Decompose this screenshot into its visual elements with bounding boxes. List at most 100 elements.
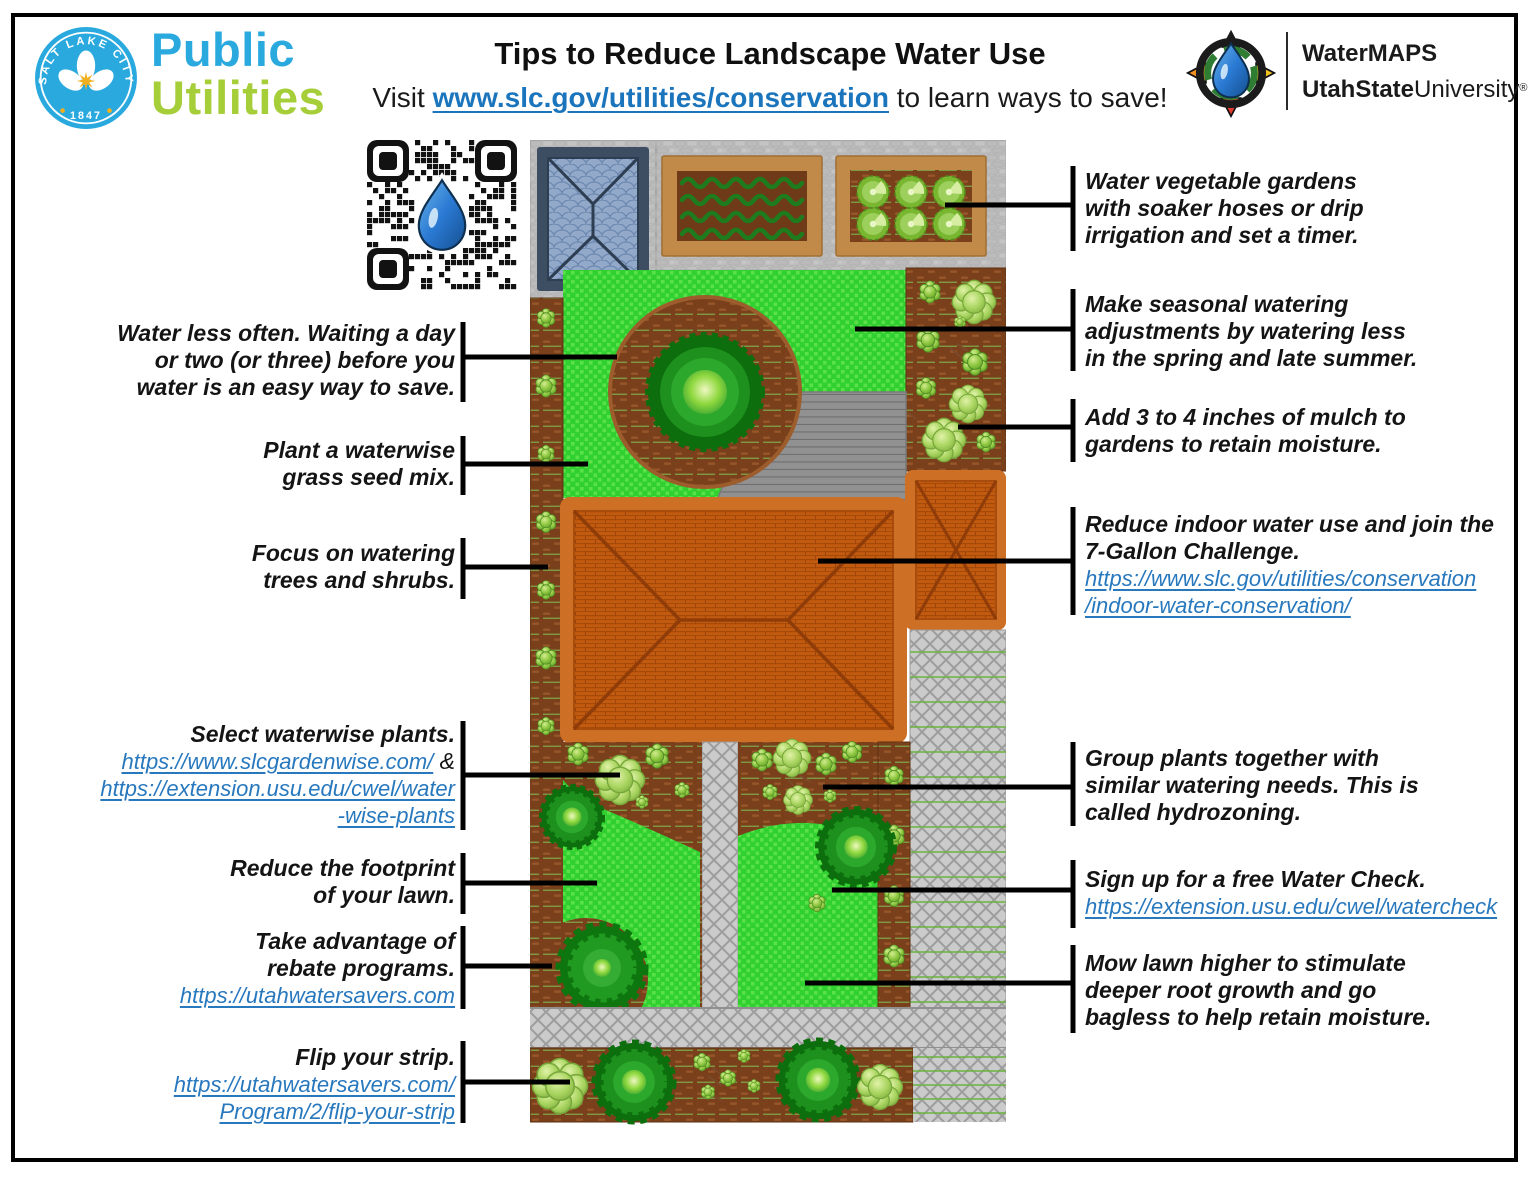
annotation-flip-your-strip: Flip your strip.https://utahwatersavers.… <box>174 1044 455 1125</box>
select-waterwise-plants-link-3[interactable]: -wise-plants <box>337 803 455 828</box>
add-mulch-text-0: Add 3 to 4 inches of mulch to <box>1085 404 1406 430</box>
add-mulch-text-1: gardens to retain moisture. <box>1085 431 1382 457</box>
house-roof <box>560 497 907 743</box>
indoor-water-use-link-3[interactable]: /indoor-water-conservation/ <box>1085 593 1351 618</box>
annotation-line: Reduce indoor water use and join the <box>1085 511 1494 538</box>
page-title: Tips to Reduce Landscape Water Use <box>494 36 1046 71</box>
reduce-lawn-footprint-text-0: Reduce the footprint <box>230 855 455 881</box>
water-less-often-text-2: water is an easy way to save. <box>136 374 455 400</box>
annotation-line: called hydrozoning. <box>1085 799 1419 826</box>
tree-island <box>608 295 802 489</box>
wordmark-public: Public <box>151 23 296 76</box>
seasonal-watering-adjustments-text-2: in the spring and late summer. <box>1085 345 1418 371</box>
annotation-line: https://utahwatersavers.com <box>180 982 455 1009</box>
annotation-line: grass seed mix. <box>263 464 455 491</box>
annotation-line: irrigation and set a timer. <box>1085 222 1364 249</box>
annotation-select-waterwise-plants: Select waterwise plants.https://www.slcg… <box>100 721 455 829</box>
seal-year: 1847 <box>70 110 102 122</box>
mow-lawn-higher-text-0: Mow lawn higher to stimulate <box>1085 950 1406 976</box>
shade-tree-right <box>818 809 893 884</box>
landscape-plan <box>530 140 1006 1150</box>
annotation-line: gardens to retain moisture. <box>1085 431 1406 458</box>
annotation-line: https://extension.usu.edu/cwel/waterchec… <box>1085 893 1497 920</box>
select-waterwise-plants-suffix: & <box>433 748 455 774</box>
annotation-line: adjustments by watering less <box>1085 318 1417 345</box>
indoor-water-use-link-2[interactable]: https://www.slc.gov/utilities/conservati… <box>1085 566 1477 591</box>
annotation-line: Mow lawn higher to stimulate <box>1085 950 1431 977</box>
garage-roof <box>905 470 1006 630</box>
sego-lily-icon <box>58 50 114 91</box>
annotation-line: 7-Gallon Challenge. <box>1085 538 1494 565</box>
annotation-line: similar watering needs. This is <box>1085 772 1419 799</box>
free-water-check-link-1[interactable]: https://extension.usu.edu/cwel/waterchec… <box>1085 894 1498 919</box>
poster-border <box>11 13 1518 1162</box>
annotation-line: -wise-plants <box>100 802 455 829</box>
annotation-line: Sign up for a free Water Check. <box>1085 866 1497 893</box>
mow-lawn-higher-text-2: bagless to help retain moisture. <box>1085 1004 1432 1030</box>
watermaps-title: WaterMAPS <box>1302 40 1438 67</box>
mow-lawn-higher-text-1: deeper root growth and go <box>1085 977 1377 1003</box>
free-water-check-text-0: Sign up for a free Water Check. <box>1085 866 1426 892</box>
watermaps-compass-icon <box>1186 29 1276 118</box>
focus-watering-trees-shrubs-text-1: trees and shrubs. <box>263 567 455 593</box>
select-waterwise-plants-text-0: Select waterwise plants. <box>190 721 455 747</box>
plant-waterwise-grass-text-1: grass seed mix. <box>282 464 455 490</box>
rebate-programs-text-0: Take advantage of <box>255 928 455 954</box>
star-tree <box>560 926 644 1010</box>
annotation-line: of your lawn. <box>230 882 455 909</box>
public-utilities-wordmark: Public Utilities <box>151 26 325 122</box>
flip-your-strip-link-2[interactable]: Program/2/flip-your-strip <box>219 1099 455 1124</box>
annotation-line: Make seasonal watering <box>1085 291 1417 318</box>
swimming-pool <box>537 147 649 291</box>
hydrozoning-text-0: Group plants together with <box>1085 745 1379 771</box>
wordmark-utilities: Utilities <box>151 71 326 124</box>
annotation-line: Reduce the footprint <box>230 855 455 882</box>
water-drop-icon <box>414 172 470 255</box>
hydrozoning-text-2: called hydrozoning. <box>1085 799 1301 825</box>
annotation-line: Water less often. Waiting a day <box>117 320 455 347</box>
cabbage-garden-bed <box>835 155 987 257</box>
rebate-programs-link-2[interactable]: https://utahwatersavers.com <box>179 983 455 1008</box>
annotation-line: or two (or three) before you <box>117 347 455 374</box>
select-waterwise-plants-link-2[interactable]: https://extension.usu.edu/cwel/water <box>100 776 455 801</box>
focus-watering-trees-shrubs-text-0: Focus on watering <box>251 540 455 566</box>
flip-your-strip-text-0: Flip your strip. <box>295 1044 455 1070</box>
flip-your-strip-link-1[interactable]: https://utahwatersavers.com/ <box>173 1072 455 1097</box>
annotation-line: Group plants together with <box>1085 745 1419 772</box>
annotation-line: bagless to help retain moisture. <box>1085 1004 1431 1031</box>
annotation-line: Take advantage of <box>180 928 455 955</box>
usu-title: UtahStateUniversity® <box>1302 76 1528 103</box>
annotation-line: https://utahwatersavers.com/ <box>174 1071 455 1098</box>
water-drop-icon <box>1211 41 1251 99</box>
subtitle: Visit www.slc.gov/utilities/conservation… <box>300 82 1240 114</box>
annotation-line: Select waterwise plants. <box>100 721 455 748</box>
side-planting-strip <box>877 741 911 1009</box>
conservation-link[interactable]: www.slc.gov/utilities/conservation <box>432 82 889 113</box>
vegetable-garden-bed <box>661 155 823 257</box>
annotation-line: Add 3 to 4 inches of mulch to <box>1085 404 1406 431</box>
water-less-often-text-1: or two (or three) before you <box>154 347 455 373</box>
reduce-lawn-footprint-text-1: of your lawn. <box>313 882 455 908</box>
plant-waterwise-grass-text-0: Plant a waterwise <box>263 437 455 463</box>
annotation-line: in the spring and late summer. <box>1085 345 1417 372</box>
annotation-line: deeper root growth and go <box>1085 977 1431 1004</box>
seasonal-watering-adjustments-text-1: adjustments by watering less <box>1085 318 1406 344</box>
header: Tips to Reduce Landscape Water Use Visit… <box>300 36 1240 114</box>
annotation-line: rebate programs. <box>180 955 455 982</box>
sidewalk <box>530 1007 1006 1049</box>
indoor-water-use-text-1: 7-Gallon Challenge. <box>1085 538 1300 564</box>
annotation-line: Flip your strip. <box>174 1044 455 1071</box>
park-strip <box>530 1041 914 1122</box>
annotation-line: Water vegetable gardens <box>1085 168 1364 195</box>
select-waterwise-plants-link-1[interactable]: https://www.slcgardenwise.com/ <box>121 749 434 774</box>
front-walkway <box>701 741 739 1009</box>
